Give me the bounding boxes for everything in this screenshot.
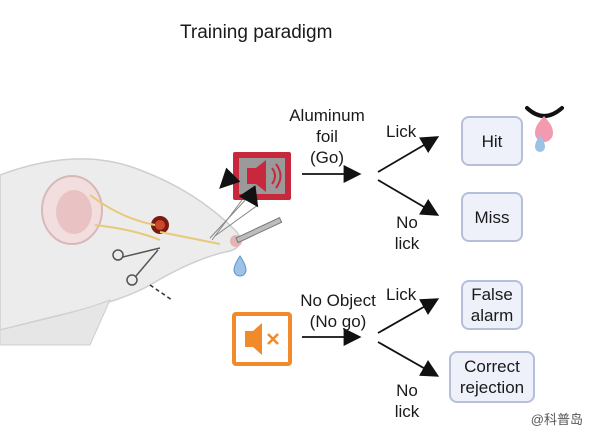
go-stimulus-line-2: foil	[316, 127, 338, 146]
nogo-lick-label: Lick	[386, 285, 417, 304]
go-nolick-label: No lick	[390, 212, 424, 254]
go-nolick-line-2: lick	[394, 234, 420, 253]
nogo-stimulus-label: No Object (No go)	[288, 290, 388, 332]
outcome-hit-box: Hit	[461, 116, 523, 166]
speaker-icon	[219, 152, 291, 208]
reward-drop-icon	[525, 106, 564, 152]
nogo-nolick-label: No lick	[390, 380, 424, 422]
water-drop-icon	[233, 255, 247, 277]
go-nolick-line-1: No	[396, 213, 418, 232]
correct-rejection-line-2: rejection	[459, 378, 525, 397]
false-alarm-line-2: alarm	[470, 306, 514, 325]
mouse-illustration	[0, 158, 259, 346]
false-alarm-line-1: False	[471, 285, 513, 304]
nogo-nolick-line-2: lick	[394, 402, 420, 421]
watermark: @科普岛	[530, 412, 583, 427]
go-stimulus-line-1: Aluminum	[289, 106, 365, 125]
nogo-stimulus-line-1: No Object	[300, 291, 376, 310]
nogo-nolick-line-1: No	[396, 381, 418, 400]
nogo-stimulus-line-2: (No go)	[309, 312, 367, 331]
go-stimulus-label: Aluminum foil (Go)	[282, 105, 372, 168]
outcome-miss-label: Miss	[474, 207, 510, 227]
outcome-hit-label: Hit	[481, 131, 503, 151]
lick-spout-icon	[235, 217, 283, 244]
go-lick-label: Lick	[386, 122, 417, 141]
go-stimulus-line-3: (Go)	[310, 148, 344, 167]
correct-rejection-line-1: Correct	[464, 357, 520, 376]
diagram-title: Training paradigm	[180, 22, 333, 43]
outcome-correct-rejection-box: Correct rejection	[449, 351, 535, 403]
outcome-miss-box: Miss	[461, 192, 523, 242]
muted-speaker-icon	[232, 312, 292, 366]
outcome-false-alarm-box: False alarm	[461, 280, 523, 330]
